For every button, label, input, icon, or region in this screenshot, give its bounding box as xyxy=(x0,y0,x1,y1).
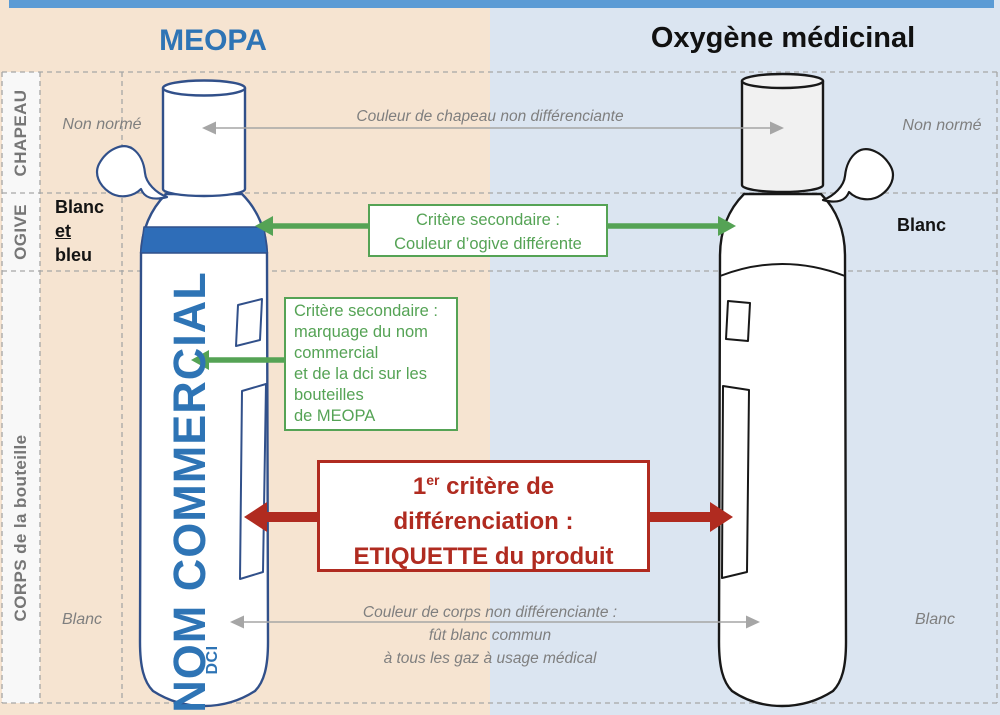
corps-arrowhead-right-icon xyxy=(746,615,760,629)
section-label-column xyxy=(2,72,40,703)
oxygen-neck-tag-flag xyxy=(821,148,895,203)
marking-arrowhead-icon xyxy=(191,350,209,370)
oxygen-shoulder-seam xyxy=(719,263,846,277)
label-arrowhead-left-icon xyxy=(244,502,267,532)
ogive-color-left: Blanc et bleu xyxy=(55,195,104,267)
ogive-color-left-line3: bleu xyxy=(55,245,93,265)
label-arrowhead-right-icon xyxy=(710,502,733,532)
title-oxygen: Oxygène médicinal xyxy=(650,22,916,54)
first-criterion-box: 1er critère de différenciation : ETIQUET… xyxy=(317,460,650,572)
corps-arrow xyxy=(230,615,760,629)
ogive-color-left-line2: et xyxy=(55,221,72,241)
oxygen-bottle xyxy=(717,72,895,708)
oxygen-small-label xyxy=(725,300,751,342)
meopa-bottle-body xyxy=(138,192,270,708)
meopa-large-label xyxy=(239,383,267,580)
first-criterion-line3: ETIQUETTE du produit xyxy=(353,543,614,570)
chapeau-arrow-label: Couleur de chapeau non différenciante xyxy=(356,108,624,125)
top-accent-bar xyxy=(9,0,994,8)
section-label-corps: CORPS de la bouteille xyxy=(11,434,30,622)
first-criterion-number: 1 xyxy=(412,473,427,500)
chapeau-arrow xyxy=(202,121,784,135)
first-criterion-line1: 1er critère de xyxy=(320,463,647,504)
meopa-cap xyxy=(161,86,247,198)
first-criterion-line1-rest: critère de xyxy=(439,473,555,500)
chapeau-arrowhead-left-icon xyxy=(202,121,216,135)
corps-color-left: Blanc xyxy=(61,611,103,628)
title-meopa: MEOPA xyxy=(159,24,267,57)
oxygen-bottle-body xyxy=(717,192,848,708)
marking-arrow xyxy=(191,350,288,370)
ogive-color-right: Blanc xyxy=(897,215,947,235)
meopa-bottle xyxy=(95,79,270,708)
oxygen-cap-top xyxy=(740,72,825,90)
ogive-arrowhead-left-icon xyxy=(255,216,273,236)
corps-arrow-label: Couleur de corps non différenciante : fû… xyxy=(362,604,618,667)
section-label-ogive: OGIVE xyxy=(11,204,30,260)
meopa-cap-top xyxy=(161,79,247,97)
ogive-color-left-line1: Blanc xyxy=(55,197,105,217)
first-criterion-sup: er xyxy=(426,472,440,488)
meopa-neck-tag-flag xyxy=(95,145,169,200)
label-arrows xyxy=(244,502,733,532)
meopa-ogive-blue-band xyxy=(139,226,269,254)
note-non-norme-left: Non normé xyxy=(62,116,142,133)
ogive-criterion-box: Critère secondaire : Couleur d’ogive dif… xyxy=(368,204,608,257)
corps-color-right: Blanc xyxy=(914,611,956,628)
note-non-norme-right: Non normé xyxy=(902,117,982,134)
ogive-arrowhead-right-icon xyxy=(718,216,736,236)
oxygen-large-label xyxy=(721,385,750,579)
oxygen-cap xyxy=(740,79,825,194)
chapeau-arrowhead-right-icon xyxy=(770,121,784,135)
meopa-dci-label: DCI xyxy=(204,645,221,675)
marking-criterion-box: Critère secondaire : marquage du nom com… xyxy=(284,297,458,431)
dashed-grid xyxy=(1,71,998,704)
section-label-chapeau: CHAPEAU xyxy=(11,89,30,177)
corps-arrowhead-left-icon xyxy=(230,615,244,629)
first-criterion-line2: différenciation : xyxy=(393,508,574,535)
meopa-small-label xyxy=(235,298,263,347)
